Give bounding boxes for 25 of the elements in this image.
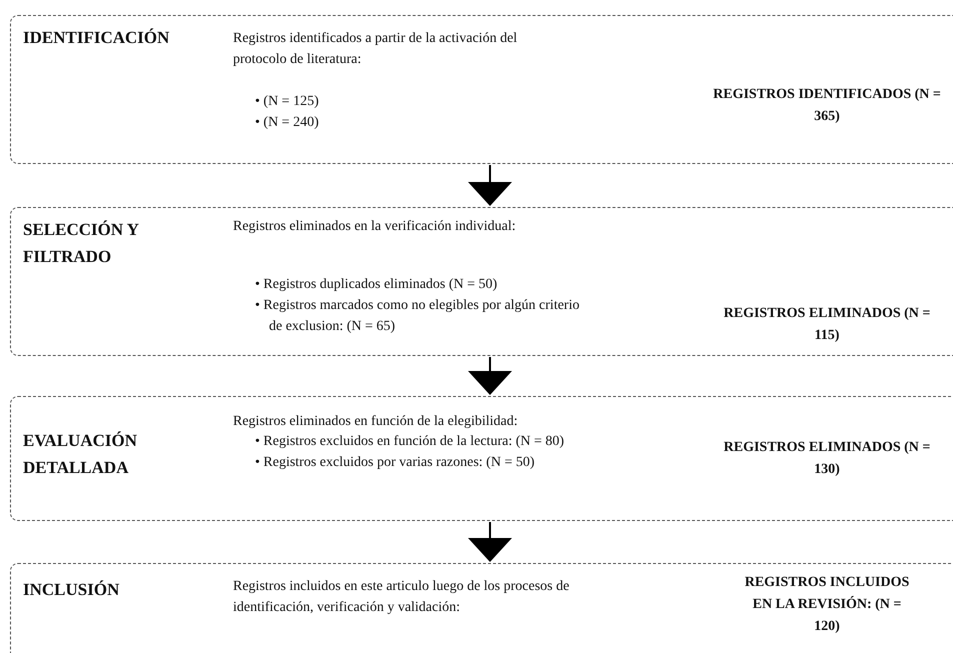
stage-description: Registros incluidos en este articulo luego de los procesos de identificación, verificación y validación: bbox=[233, 578, 570, 617]
stage-box bbox=[10, 15, 953, 164]
bullet-item: • Registros excluidos en función de la lectura: (N = 80) bbox=[255, 433, 566, 451]
bullet-item: • Registros duplicados eliminados (N = 50) bbox=[255, 276, 498, 294]
stage-heading: SELECCIÓN Y FILTRADO bbox=[23, 219, 140, 268]
block-arrow bbox=[468, 165, 512, 206]
stage-heading: EVALUACIÓN DETALLADA bbox=[23, 430, 138, 479]
bullet-item: • Registros excluidos por varias razones: (N = 50) bbox=[255, 454, 536, 472]
stage-heading: IDENTIFICACIÓN bbox=[23, 27, 170, 49]
bullet-item: • (N = 240) bbox=[255, 114, 320, 132]
stage-total: REGISTROS ELIMINADOS (N = 115) bbox=[722, 305, 932, 345]
stage-box bbox=[10, 563, 953, 653]
stage-description: Registros eliminados en función de la elegibilidad: bbox=[233, 413, 519, 431]
bullet-item: • (N = 125) bbox=[255, 93, 320, 111]
block-arrow bbox=[468, 522, 512, 562]
stage-total: REGISTROS INCLUIDOS EN LA REVISIÓN: (N = 120) bbox=[744, 574, 910, 636]
stage-total: REGISTROS IDENTIFICADOS (N = 365) bbox=[712, 86, 942, 126]
block-arrow bbox=[468, 357, 512, 395]
stage-box bbox=[10, 396, 953, 521]
stage-heading: INCLUSIÓN bbox=[23, 579, 120, 601]
stage-total: REGISTROS ELIMINADOS (N = 130) bbox=[722, 439, 932, 479]
stage-description: Registros eliminados en la verificación individual: bbox=[233, 218, 517, 236]
stage-description: Registros identificados a partir de la activación del protocolo de literatura: bbox=[233, 30, 518, 69]
bullet-item: • Registros marcados como no elegibles por algún criterio de exclusion: (N = 65) bbox=[255, 297, 580, 336]
stage-box bbox=[10, 207, 953, 356]
